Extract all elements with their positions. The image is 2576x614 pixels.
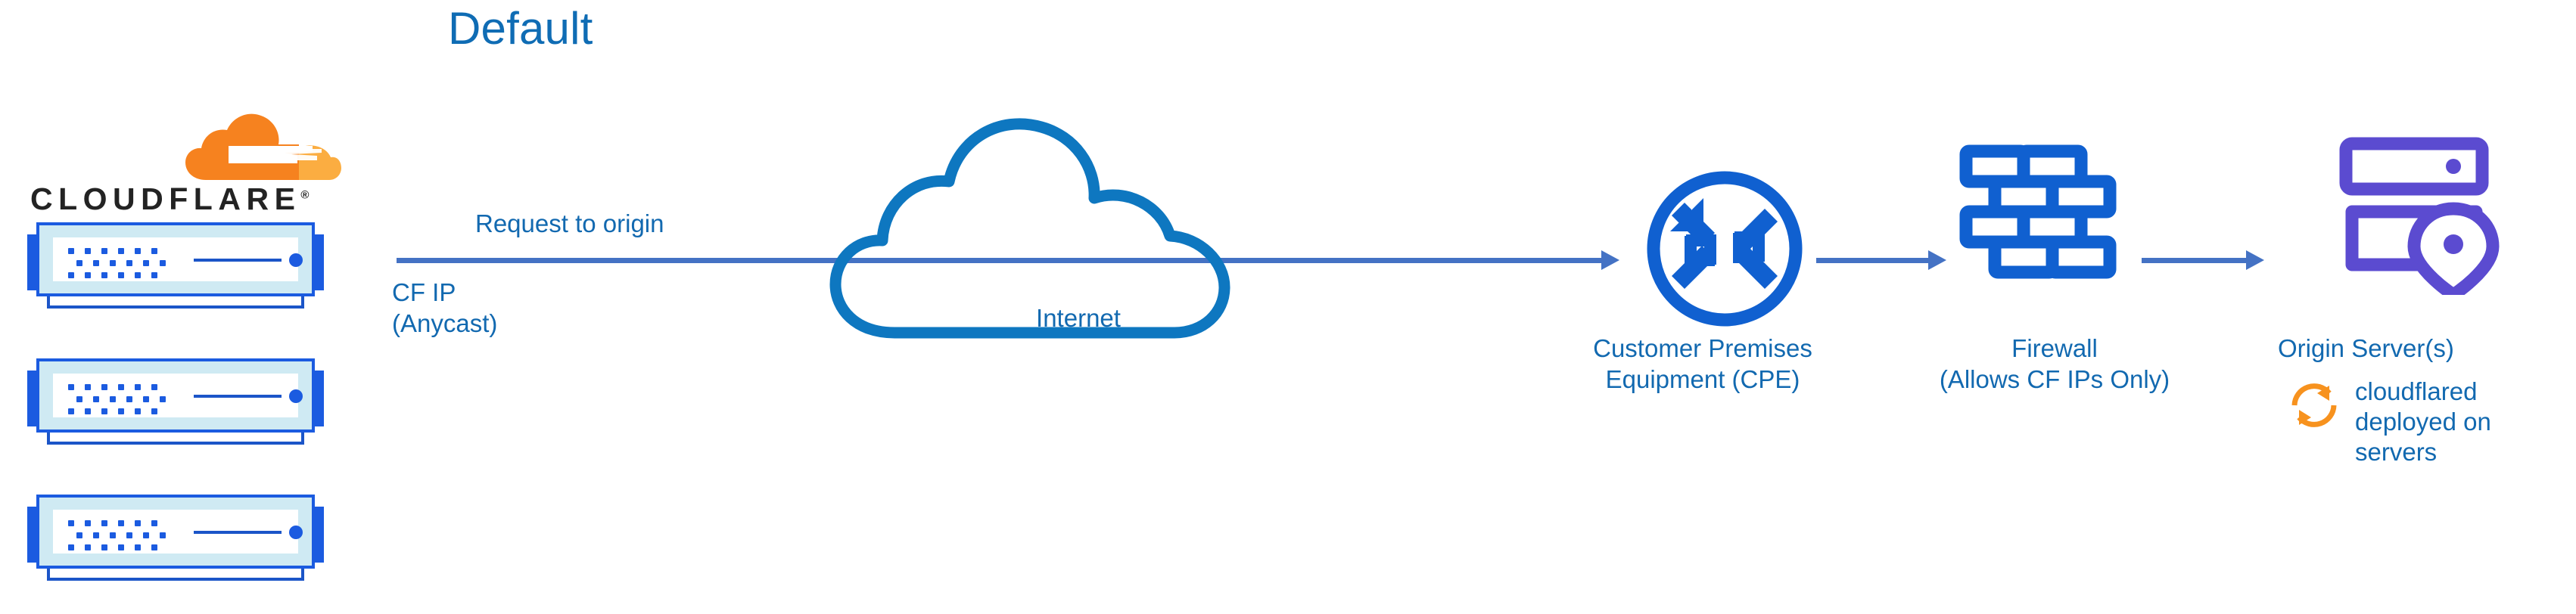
cloudflared-label: cloudflared deployed on servers bbox=[2355, 377, 2491, 466]
firewall-label: Firewall (Allows CF IPs Only) bbox=[1939, 334, 2170, 393]
internet-label: Internet bbox=[1036, 304, 1121, 332]
server-front-panel bbox=[53, 374, 303, 417]
registered-trademark-mark: ® bbox=[300, 188, 310, 202]
page-title: Default bbox=[448, 3, 593, 54]
cloudflare-edge-server-1 bbox=[17, 218, 334, 312]
sync-arrows-icon bbox=[2287, 378, 2341, 436]
cloudflare-wordmark: CLOUDFLARE® bbox=[30, 181, 309, 217]
server-port-grid bbox=[68, 384, 168, 414]
server-chassis bbox=[36, 358, 315, 433]
server-status-line bbox=[194, 531, 282, 534]
connection-edge-to-cpe-arrowhead bbox=[1601, 250, 1619, 270]
internet-cloud-icon bbox=[825, 106, 1249, 352]
server-chassis bbox=[36, 495, 315, 569]
connection-cpe-to-firewall-arrowhead bbox=[1928, 250, 1946, 270]
server-chassis bbox=[36, 222, 315, 296]
origin-server-pin-icon bbox=[2338, 136, 2514, 302]
cloudflare-wordmark-text: CLOUDFLARE bbox=[30, 181, 301, 216]
connection-cpe-to-firewall-line bbox=[1816, 258, 1931, 263]
server-power-led bbox=[289, 253, 303, 267]
cf-ip-anycast-label: CF IP (Anycast) bbox=[392, 278, 498, 337]
cloudflare-cloud-icon bbox=[185, 113, 341, 184]
connection-firewall-to-origin-arrowhead bbox=[2246, 250, 2264, 270]
brick-wall-icon bbox=[1958, 144, 2128, 299]
server-port-grid bbox=[68, 248, 168, 278]
server-status-line bbox=[194, 395, 282, 398]
server-front-panel bbox=[53, 510, 303, 554]
router-circle-icon bbox=[1642, 166, 1807, 335]
cloudflare-logo: CLOUDFLARE® bbox=[30, 113, 341, 219]
connection-firewall-to-origin-line bbox=[2142, 258, 2249, 263]
server-power-led bbox=[289, 389, 303, 403]
server-power-led bbox=[289, 526, 303, 539]
connection-edge-to-cpe-line bbox=[397, 258, 1604, 263]
server-front-panel bbox=[53, 237, 303, 281]
cloudflare-edge-server-3 bbox=[17, 490, 334, 584]
server-port-grid bbox=[68, 520, 168, 550]
origin-server-label: Origin Server(s) bbox=[2278, 334, 2454, 362]
cpe-label: Customer Premises Equipment (CPE) bbox=[1593, 334, 1812, 393]
cloudflare-edge-server-2 bbox=[17, 354, 334, 448]
request-to-origin-label: Request to origin bbox=[475, 209, 664, 237]
server-status-line bbox=[194, 259, 282, 262]
